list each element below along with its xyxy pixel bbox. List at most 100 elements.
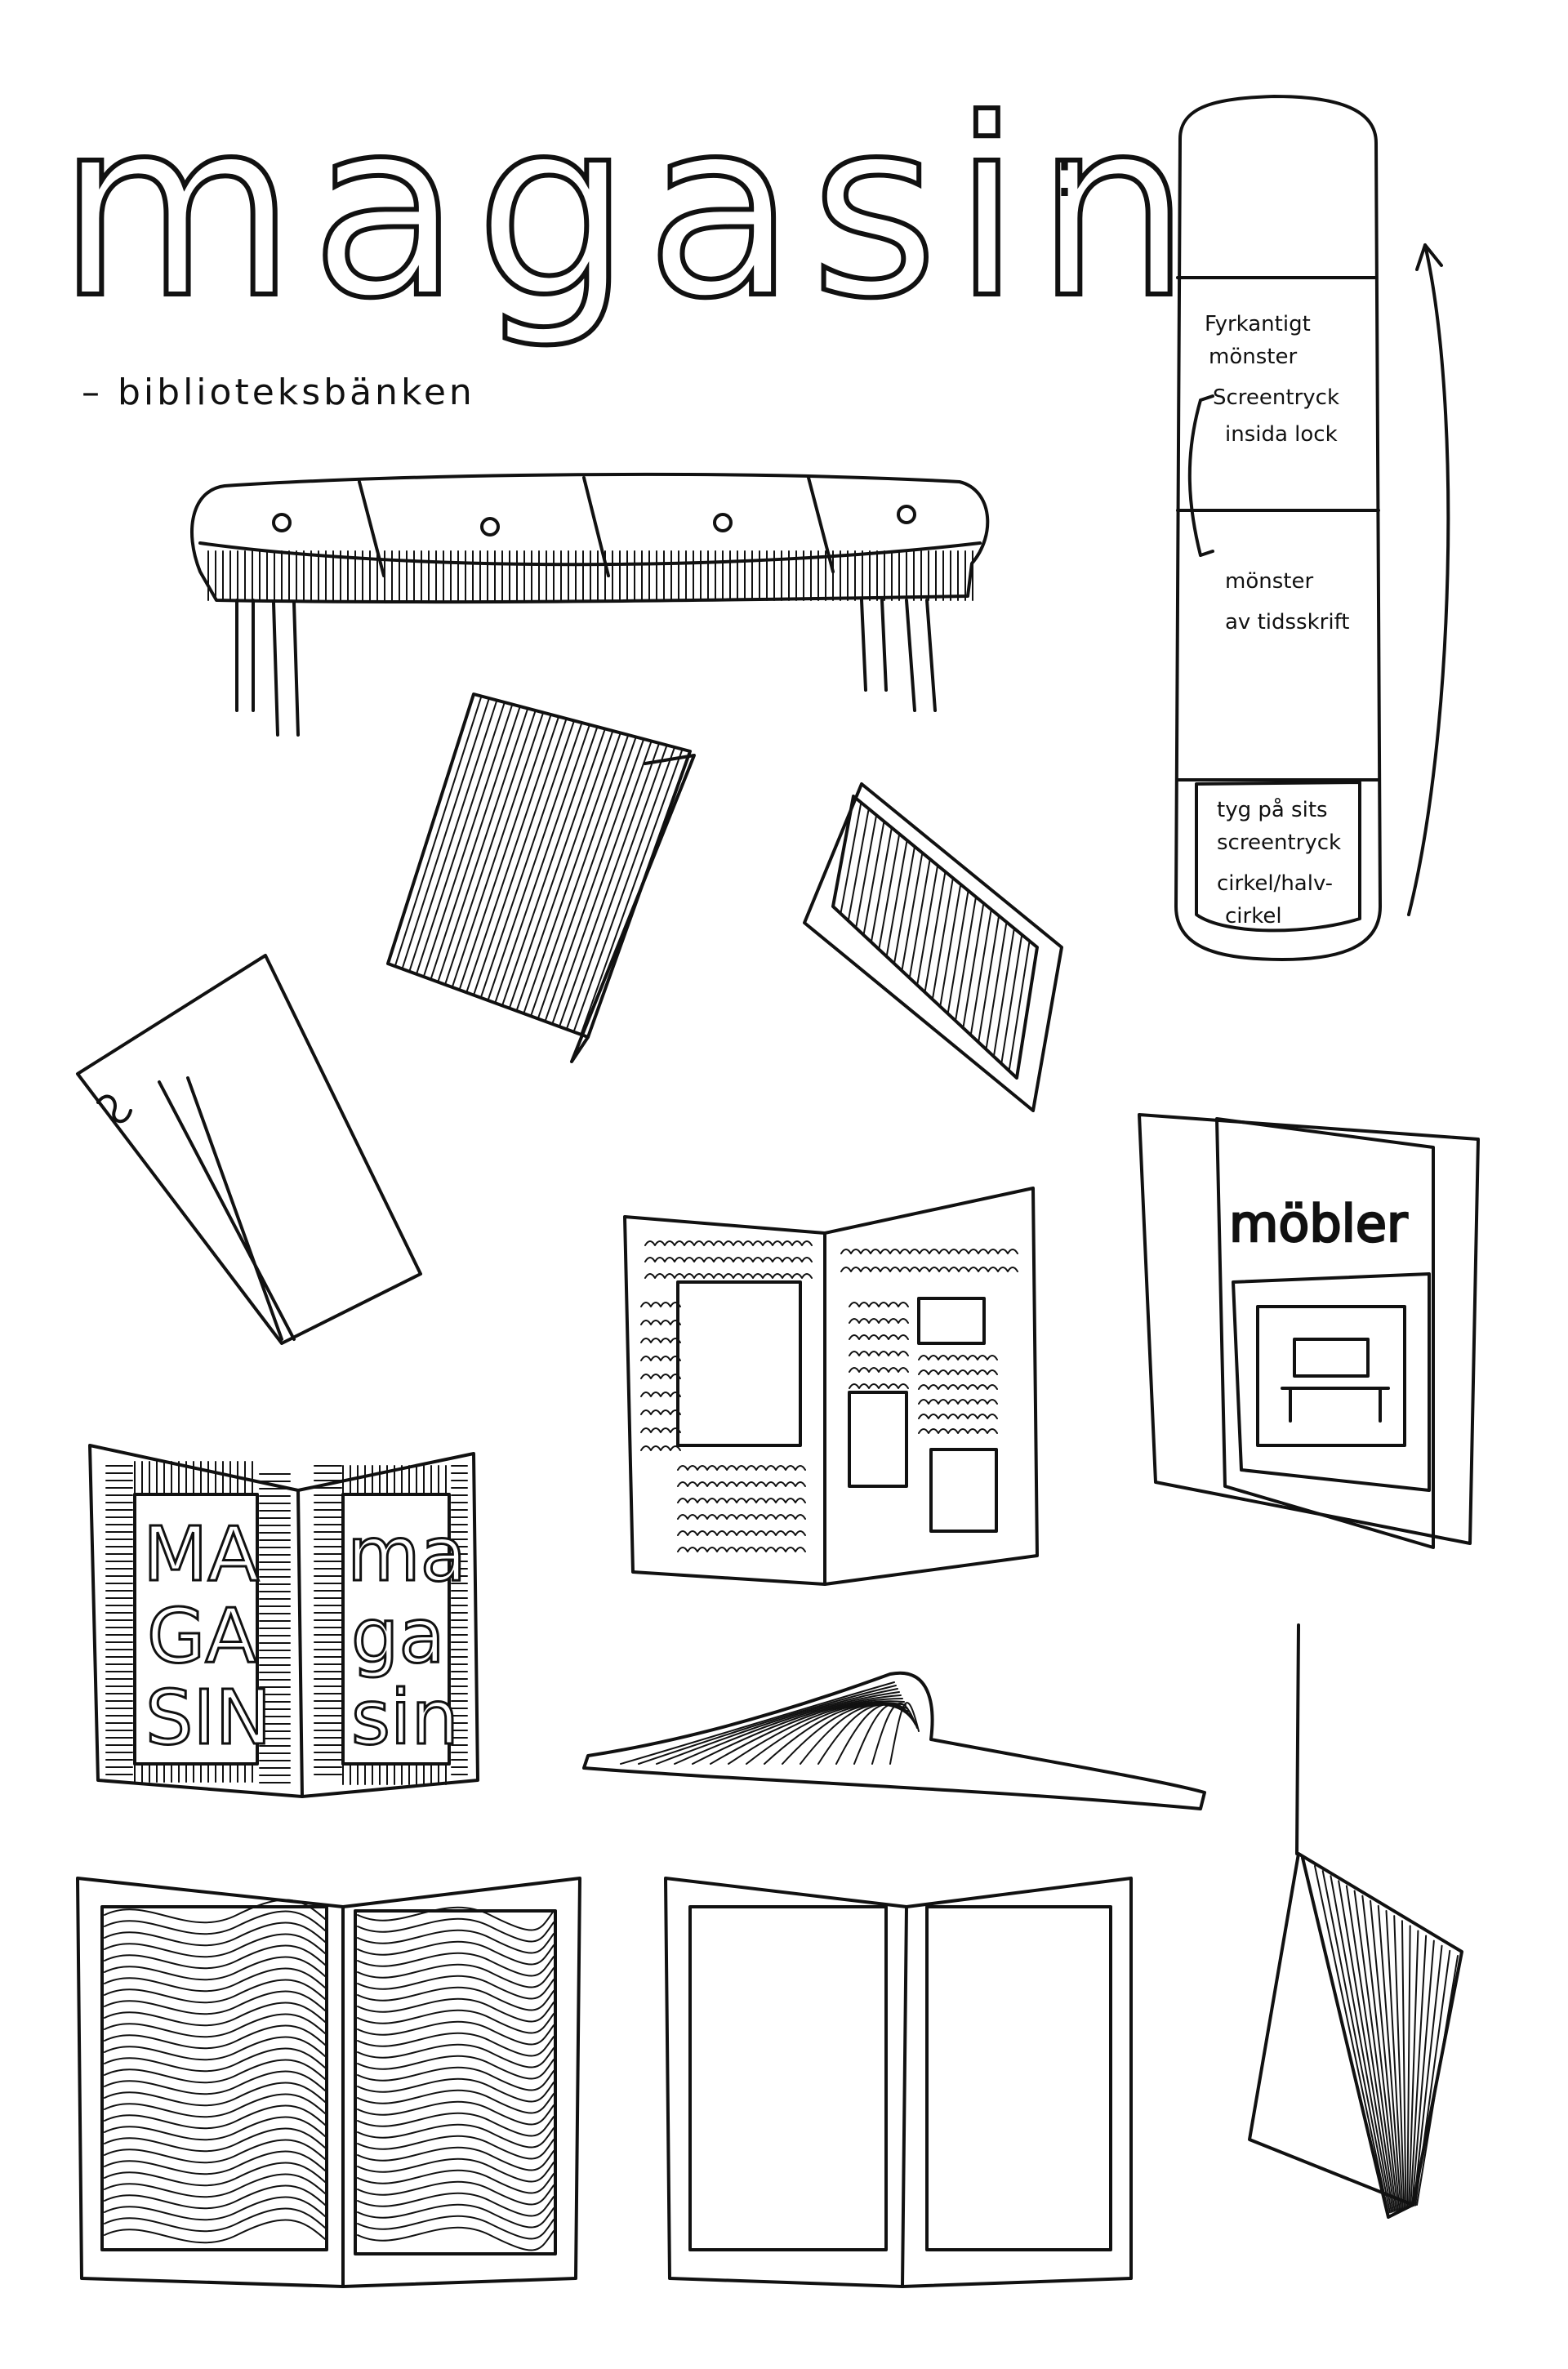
hatch-stroke <box>104 1921 326 1947</box>
hatch-stroke <box>544 738 645 1022</box>
hatch-stroke <box>644 1257 813 1262</box>
hatch-stroke <box>515 730 614 1012</box>
hatch-stroke <box>878 833 901 951</box>
hatch-stroke <box>104 2150 326 2175</box>
hatch-stroke <box>955 896 977 1022</box>
hatch-stroke <box>1414 1949 1451 2206</box>
hatch-stroke <box>969 908 992 1036</box>
hatch-stroke <box>728 1700 905 1765</box>
hatch-stroke <box>104 2013 326 2038</box>
hatch-stroke <box>458 714 552 991</box>
hatch-stroke <box>357 2123 555 2149</box>
hatch-stroke <box>832 795 854 907</box>
hatch-stroke <box>1321 1870 1391 2214</box>
blank-spread-sketch <box>664 1877 1133 2288</box>
hatch-stroke <box>104 2139 326 2164</box>
hatch-stroke <box>104 2002 326 2027</box>
hatch-stroke <box>1393 1915 1405 2210</box>
hatch-stroke <box>357 2180 555 2206</box>
hatch-stroke <box>357 2077 555 2103</box>
page-title: magasin <box>57 67 1205 352</box>
hatch-stroke <box>849 1383 909 1389</box>
hatch-stroke <box>580 748 684 1035</box>
hatch-stroke <box>104 2059 326 2084</box>
magasin-right-line-2: ga <box>351 1592 445 1680</box>
hatch-stroke <box>817 1703 913 1765</box>
hatch-stroke <box>640 1392 681 1397</box>
hatch-stroke <box>451 711 545 988</box>
hatch-stroke <box>104 1990 326 2015</box>
hatch-stroke <box>849 1302 909 1307</box>
hatch-stroke <box>885 839 908 958</box>
hatch-stroke <box>530 734 630 1018</box>
hatch-stroke <box>587 750 691 1038</box>
hatch-stroke <box>479 719 576 999</box>
hatch-stroke <box>849 1334 909 1340</box>
hatch-stroke <box>1361 1895 1399 2211</box>
hatch-stroke <box>494 724 590 1004</box>
hatch-stroke <box>1416 1955 1459 2206</box>
hatch-stroke <box>357 1940 555 1966</box>
hatch-stroke <box>487 722 583 1001</box>
hatch-stroke <box>947 889 969 1015</box>
hatch-stroke <box>104 2036 326 2061</box>
hatch-stroke <box>924 871 947 993</box>
magasin-right-line-1: ma <box>347 1511 466 1598</box>
hatch-stroke <box>1330 1875 1392 2213</box>
magasin-frame-hatching <box>105 1461 468 1785</box>
hatch-stroke <box>918 1399 998 1405</box>
plan-note-3-line-3: cirkel/halv- <box>1217 871 1333 896</box>
hatch-stroke <box>677 1514 806 1520</box>
hatch-stroke <box>918 1384 998 1390</box>
hatch-stroke <box>1345 1885 1396 2212</box>
hatch-stroke <box>1377 1904 1402 2211</box>
hatch-stroke <box>1008 940 1031 1072</box>
hatch-stroke <box>1385 1910 1404 2210</box>
hatch-stroke <box>357 2135 555 2160</box>
wavy-pattern-lines <box>104 1899 555 2251</box>
hatch-stroke <box>644 1273 813 1279</box>
hatch-stroke <box>408 699 498 973</box>
newspaper-spread-sketch <box>623 1187 1039 1586</box>
hatch-stroke <box>640 1427 681 1433</box>
open-book-lines <box>620 1681 920 1765</box>
hatch-stroke <box>916 864 939 986</box>
hatch-stroke <box>889 1702 920 1765</box>
hatch-stroke <box>357 1906 555 1931</box>
hatch-stroke <box>692 1694 902 1765</box>
hatch-stroke <box>357 1997 555 2023</box>
standing-magazine-lines <box>832 795 1038 1079</box>
bench-plan-sketch <box>1174 95 1450 961</box>
hatch-stroke <box>677 1547 806 1552</box>
hatch-stroke <box>104 2184 326 2210</box>
hatch-stroke <box>104 2047 326 2073</box>
hatch-stroke <box>523 732 621 1015</box>
plan-note-3-line-1: tyg på sits <box>1217 797 1328 822</box>
hatch-stroke <box>1410 1935 1428 2208</box>
magasin-left-line-3: SIN <box>145 1674 271 1761</box>
hatch-stroke <box>357 2157 555 2183</box>
hanging-magazine-lines <box>1314 1865 1459 2214</box>
hatch-stroke <box>962 902 985 1029</box>
hatch-stroke <box>565 744 668 1031</box>
bench-sketch <box>190 472 990 737</box>
plan-note-1-line-4: insida lock <box>1225 422 1338 447</box>
plan-note-2-line-2: av tidsskrift <box>1225 610 1349 635</box>
hatch-stroke <box>847 808 870 922</box>
hatch-stroke <box>656 1688 898 1765</box>
hatch-stroke <box>357 2215 555 2240</box>
hatch-stroke <box>357 1929 555 1954</box>
hatch-stroke <box>357 2203 555 2229</box>
hatch-stroke <box>677 1498 806 1503</box>
hatch-stroke <box>1338 1880 1394 2213</box>
hatch-stroke <box>871 1702 918 1765</box>
hatch-stroke <box>104 2173 326 2198</box>
hatch-stroke <box>918 1414 998 1419</box>
plan-note-3-line-4: cirkel <box>1225 904 1282 928</box>
hatch-stroke <box>677 1530 806 1536</box>
magasin-open-magazine-sketch <box>88 1444 479 1798</box>
hatch-stroke <box>104 1933 326 1958</box>
hatch-stroke <box>640 1445 681 1451</box>
hatch-stroke <box>870 826 893 943</box>
